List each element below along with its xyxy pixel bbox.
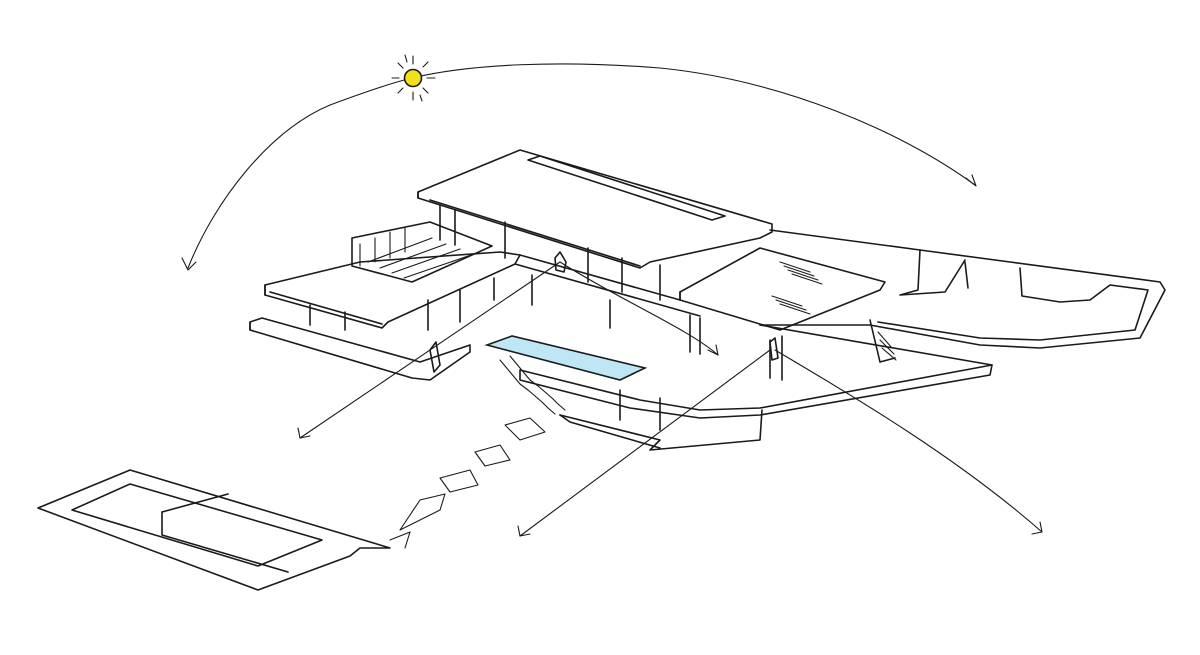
roof-vents-bottom — [771, 295, 811, 315]
courtyard-louvers — [351, 221, 493, 283]
swimming-pool — [484, 335, 648, 381]
roof-vents-top — [779, 261, 823, 285]
view-arrow-south — [519, 349, 771, 537]
right-roof-slab — [679, 247, 886, 331]
roof-skylight — [527, 155, 726, 221]
ground-terrace — [249, 317, 993, 451]
entry-markers — [429, 251, 779, 373]
tennis-court — [37, 469, 391, 591]
sun-path-arrowhead-left — [181, 257, 197, 271]
sun-path-arrowhead-right — [965, 174, 977, 187]
sun-icon — [391, 54, 436, 102]
upper-roof-slab — [417, 149, 773, 269]
view-arrows — [297, 261, 1043, 537]
view-arrow-southeast — [774, 349, 1043, 533]
middle-floor-wing — [264, 251, 701, 329]
sun-path-arc — [187, 63, 976, 269]
view-arrow-east — [559, 261, 719, 356]
east-terrace — [759, 229, 1166, 363]
stepped-garden-path — [389, 355, 566, 549]
